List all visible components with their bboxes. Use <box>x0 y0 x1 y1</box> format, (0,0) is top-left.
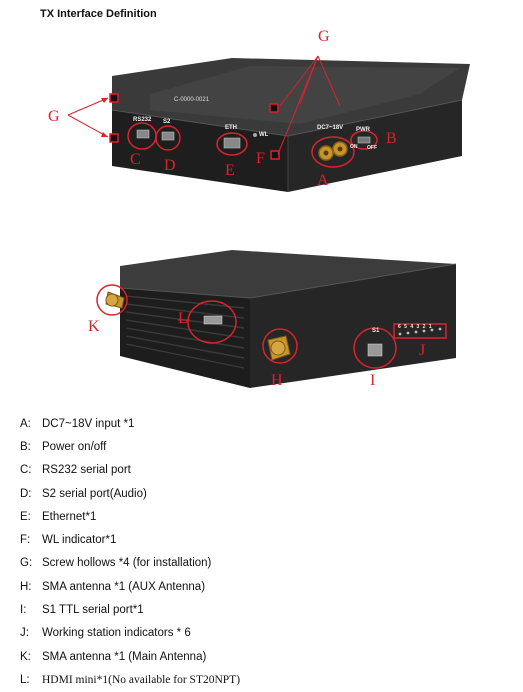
callout-e: E <box>225 162 235 179</box>
legend-item-d: D: S2 serial port(Audio) <box>20 482 510 505</box>
legend-item-g: G: Screw hollows *4 (for installation) <box>20 552 510 575</box>
callout-d: D <box>164 157 176 174</box>
legend-text: WL indicator*1 <box>42 534 117 547</box>
legend-item-k: K: SMA antenna *1 (Main Antenna) <box>20 645 510 668</box>
legend-key: H: <box>20 580 32 593</box>
legend-item-h: H: SMA antenna *1 (AUX Antenna) <box>20 575 510 598</box>
legend-text: SMA antenna *1 (Main Antenna) <box>42 650 207 663</box>
power-off-label: OFF <box>367 145 377 151</box>
legend-text: SMA antenna *1 (AUX Antenna) <box>42 580 206 593</box>
callout-b: B <box>386 130 397 147</box>
rs232-port-label: RS232 <box>133 117 152 123</box>
interface-legend: A: DC7~18V input *1 B: Power on/off C: R… <box>20 412 510 692</box>
legend-key: G: <box>20 557 33 570</box>
legend-key: C: <box>20 464 32 477</box>
rear-panel-figure: S1 6 5 4 3 2 1 K L H I J <box>0 238 523 404</box>
legend-text: Screw hollows *4 (for installation) <box>42 557 212 570</box>
legend-text: S2 serial port(Audio) <box>42 487 147 500</box>
legend-key: L: <box>20 673 30 686</box>
legend-item-b: B: Power on/off <box>20 435 510 458</box>
s2-port-label: S2 <box>163 119 171 125</box>
callout-a: A <box>317 172 329 189</box>
legend-key: A: <box>20 417 31 430</box>
legend-text: Power on/off <box>42 440 107 453</box>
power-switch-label: PWR <box>356 127 370 133</box>
wl-indicator-label: WL <box>259 132 269 138</box>
callout-g-top: G <box>318 28 330 45</box>
legend-text: DC7~18V input *1 <box>42 417 135 430</box>
legend-text: Ethernet*1 <box>42 510 97 523</box>
legend-key: D: <box>20 487 32 500</box>
legend-text: S1 TTL serial port*1 <box>42 604 144 617</box>
legend-item-f: F: WL indicator*1 <box>20 528 510 551</box>
front-panel-figure: C-0000-0021 RS232 S2 ETH WL DC7~18V PWR … <box>0 24 523 210</box>
legend-key: F: <box>20 534 31 547</box>
indicator-numbers-label: 6 5 4 3 2 1 <box>398 324 433 330</box>
legend-key: B: <box>20 440 31 453</box>
legend-text: Working station indicators * 6 <box>42 627 191 640</box>
legend-item-a: A: DC7~18V input *1 <box>20 412 510 435</box>
page-title: TX Interface Definition <box>40 8 157 20</box>
eth-port-label: ETH <box>225 125 237 131</box>
legend-item-e: E: Ethernet*1 <box>20 505 510 528</box>
legend-key: K: <box>20 650 31 663</box>
power-on-label: ON <box>350 144 358 150</box>
callout-k: K <box>88 318 100 335</box>
callout-f: F <box>256 150 265 167</box>
legend-text: HDMI mini*1(No available for ST20NPT) <box>42 673 241 686</box>
dc-input-label: DC7~18V <box>317 125 344 131</box>
callout-h: H <box>271 372 283 389</box>
legend-key: E: <box>20 510 31 523</box>
legend-item-j: J: Working station indicators * 6 <box>20 622 510 645</box>
rear-panel-illustration <box>96 250 457 388</box>
front-panel-illustration <box>67 55 470 192</box>
callout-j: J <box>419 342 426 359</box>
s1-port-label: S1 <box>372 328 380 334</box>
legend-item-l: L: HDMI mini*1(No available for ST20NPT) <box>20 668 510 691</box>
legend-text: RS232 serial port <box>42 464 131 477</box>
legend-key: I: <box>20 604 27 617</box>
callout-l: L <box>178 310 188 327</box>
legend-key: J: <box>20 627 29 640</box>
legend-item-i: I: S1 TTL serial port*1 <box>20 598 510 621</box>
callout-g-left: G <box>48 108 60 125</box>
model-code-label: C-0000-0021 <box>174 97 210 103</box>
callout-i: I <box>370 372 376 389</box>
callout-c: C <box>130 151 141 168</box>
legend-item-c: C: RS232 serial port <box>20 459 510 482</box>
